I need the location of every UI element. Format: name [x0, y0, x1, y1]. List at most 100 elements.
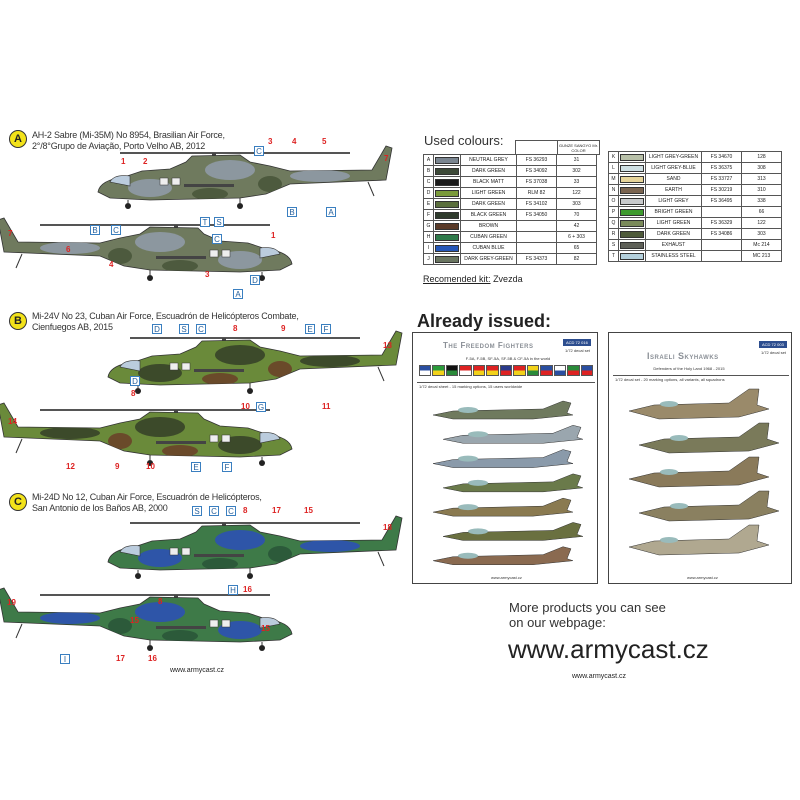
colour-swatch: [618, 195, 646, 207]
decal-number-callout: 12: [66, 462, 75, 471]
colour-id: K: [608, 151, 619, 163]
colour-id: I: [423, 242, 434, 254]
colour-id: H: [423, 231, 434, 243]
decal-number-callout: 1: [271, 231, 276, 240]
colour-fs: FS 34670: [701, 151, 742, 163]
caption-line: AH-2 Sabre (Mi-35M) No 8954, Brasilian A…: [32, 130, 225, 140]
country-flag: [432, 365, 445, 376]
colour-swatch: [433, 198, 461, 210]
product-note: 1/72 decal set - 20 marking options, all…: [615, 377, 725, 382]
colour-id: P: [608, 206, 619, 218]
colour-letter-callout: C: [212, 234, 222, 244]
more-line: on our webpage:: [509, 615, 606, 630]
decal-number-callout: 13: [383, 341, 392, 350]
colour-letter-callout: B: [90, 225, 100, 235]
decal-number-callout: 17: [272, 506, 281, 515]
colour-gunze: 122: [741, 217, 782, 229]
colour-fs: [516, 242, 557, 254]
colour-swatch: [618, 151, 646, 163]
colour-name: DARK GREY-GREEN: [460, 253, 517, 265]
caption-line: 2°/8°Grupo de Aviação, Porto Velho AB, 2…: [32, 141, 206, 151]
colour-gunze: 308: [741, 162, 782, 174]
colour-id: O: [608, 195, 619, 207]
decal-number-callout: 7: [384, 154, 389, 163]
colour-fs: FS 36495: [701, 195, 742, 207]
colour-fs: FS 36375: [701, 162, 742, 174]
colour-letter-callout: H: [228, 585, 238, 595]
colour-fs: [701, 239, 742, 251]
kit-label: Recomended kit:: [423, 274, 491, 284]
colour-gunze: 122: [556, 187, 597, 199]
decal-number-callout: 10: [241, 402, 250, 411]
decal-number-callout: 8: [131, 389, 136, 398]
colour-id: L: [608, 162, 619, 174]
product-footer: www.armycast.cz: [687, 575, 718, 580]
colour-name: BROWN: [460, 220, 517, 232]
a4-profiles: [628, 388, 780, 556]
colour-fs: FS 36329: [701, 217, 742, 229]
colour-name: LIGHT GREY-BLUE: [645, 162, 702, 174]
colour-letter-callout: S: [214, 217, 224, 227]
colour-row: P BRIGHT GREEN 66: [608, 206, 782, 218]
colour-letter-callout: S: [179, 324, 189, 334]
decal-number-callout: 15: [304, 506, 313, 515]
colour-gunze: 70: [556, 209, 597, 221]
colour-name: NEUTRAL GREY: [460, 154, 517, 166]
colour-id: Q: [608, 217, 619, 229]
colour-gunze: 82: [556, 253, 597, 265]
f5-profile: [432, 400, 574, 420]
colour-gunze: MC 213: [741, 250, 782, 262]
country-flag: [445, 365, 459, 376]
product-freedom-fighters[interactable]: The Freedom Fighters ACD 72 016 1/72 dec…: [412, 332, 598, 584]
colour-table-left: A NEUTRAL GREY FS 36293 31 B DARK GREEN …: [423, 154, 597, 265]
colour-name: EXHAUST: [645, 239, 702, 251]
flag-row: [419, 365, 594, 376]
colour-letter-callout: E: [305, 324, 315, 334]
colour-fs: FS 34102: [516, 198, 557, 210]
website-link-large[interactable]: www.armycast.cz: [508, 634, 709, 664]
colour-swatch: [618, 184, 646, 196]
colour-name: LIGHT GREY: [645, 195, 702, 207]
colour-swatch: [433, 242, 461, 254]
colour-row: Q LIGHT GREEN FS 36329 122: [608, 217, 782, 229]
helicopter-profile: [107, 330, 403, 394]
colour-fs: RLM 82: [516, 187, 557, 199]
f5-profile: [442, 473, 584, 493]
colour-swatch: [433, 253, 461, 265]
decal-number-callout: 18: [383, 523, 392, 532]
colour-row: R DARK GREEN FS 34086 303: [608, 228, 782, 240]
helicopter-profile: [0, 402, 293, 466]
colour-row: M SAND FS 33727 313: [608, 173, 782, 185]
colour-row: D LIGHT GREEN RLM 82 122: [423, 187, 597, 199]
country-flag: [499, 365, 513, 376]
colour-swatch: [618, 250, 646, 262]
colour-letter-callout: D: [152, 324, 162, 334]
colour-row: F BLACK GREEN FS 34050 70: [423, 209, 597, 221]
f5-profile: [442, 522, 584, 541]
colour-letter-callout: F: [321, 324, 331, 334]
colour-letter-callout: I: [60, 654, 70, 664]
decal-number-callout: 17: [116, 654, 125, 663]
colour-letter-callout: B: [287, 207, 297, 217]
colour-gunze: 302: [556, 165, 597, 177]
colour-id: J: [423, 253, 434, 265]
colour-swatch: [618, 228, 646, 240]
colour-gunze: 6 + 303: [556, 231, 597, 243]
colour-row: J DARK GREY-GREEN FS 34373 82: [423, 253, 597, 265]
colour-name: CUBAN GREEN: [460, 231, 517, 243]
decal-number-callout: 9: [115, 462, 120, 471]
colour-name: DARK GREEN: [645, 228, 702, 240]
decal-number-callout: 8: [233, 324, 238, 333]
product-israeli-skyhawks[interactable]: Israeli Skyhawks ACD 72 003 1/72 decal s…: [608, 332, 792, 584]
decal-number-callout: 3: [268, 137, 273, 146]
colour-fs: FS 37038: [516, 176, 557, 188]
f5-profile: [432, 497, 574, 517]
website-link-small[interactable]: www.armycast.cz: [572, 673, 627, 680]
colour-gunze: 128: [741, 151, 782, 163]
colour-fs: [701, 206, 742, 218]
colour-fs: FS 34086: [701, 228, 742, 240]
colour-fs: FS 33727: [701, 173, 742, 185]
country-flag: [486, 365, 499, 376]
product-scale: 1/72 decal set: [565, 348, 590, 353]
colours-title: Used colours:: [424, 133, 504, 148]
